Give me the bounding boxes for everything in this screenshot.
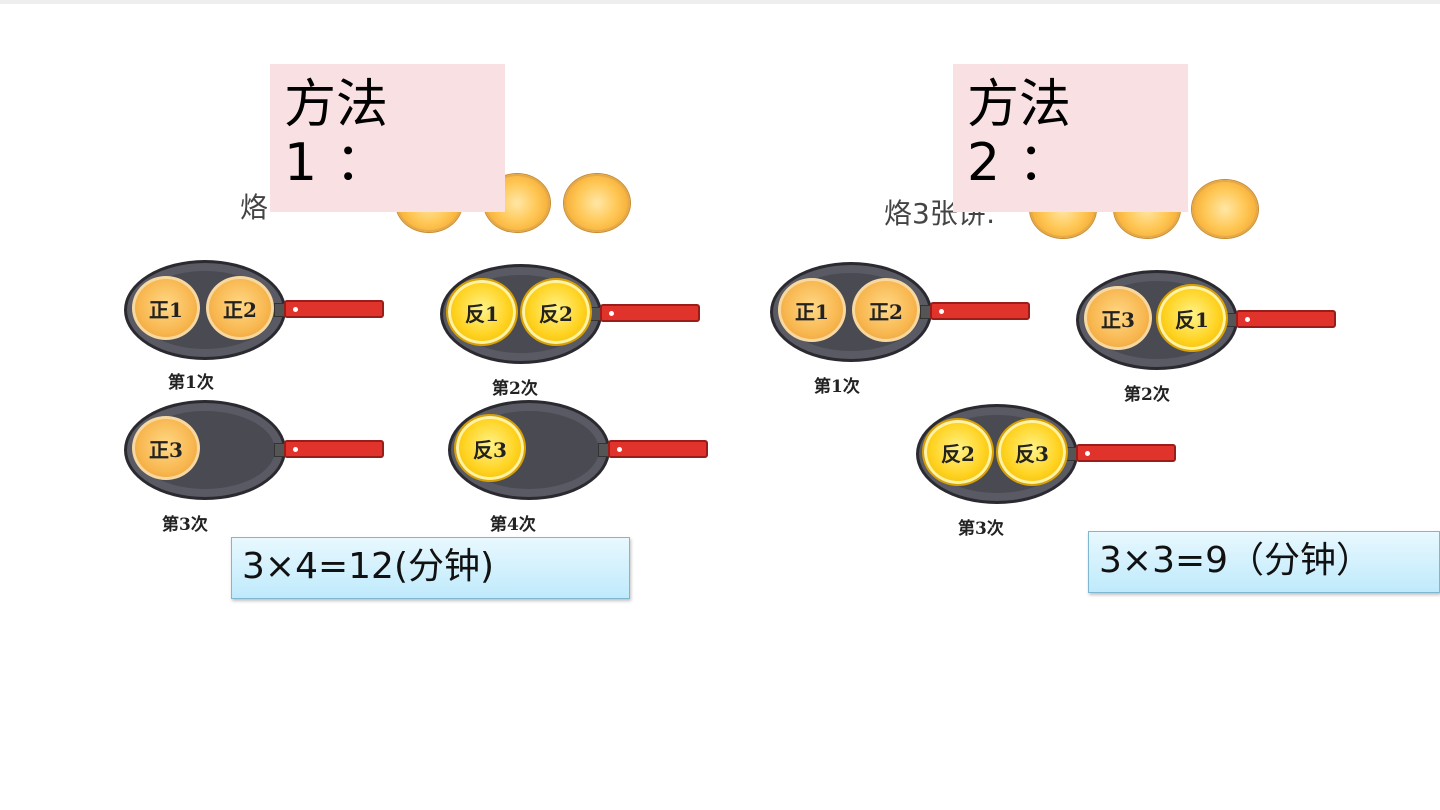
pan-handle (930, 302, 1030, 320)
pan-step-3: 正3 (124, 400, 394, 504)
pan-handle (1076, 444, 1176, 462)
pancake-front: 正2 (852, 278, 920, 342)
method-1-formula: 3×4=12(分钟) (231, 537, 630, 599)
pancake-front: 正2 (206, 276, 274, 340)
pan-handle (284, 300, 384, 318)
pancake-front: 正1 (132, 276, 200, 340)
method-1-number: 1 (284, 133, 336, 193)
method-2-number: 2 (967, 133, 1019, 193)
cake-icon (564, 174, 630, 232)
pan-step-2: 正3 反1 (1076, 270, 1346, 374)
step-caption: 第3次 (162, 515, 208, 535)
pan-step-4: 反3 (448, 400, 718, 504)
pancake-back: 反3 (998, 420, 1066, 484)
pancake-front: 正3 (132, 416, 200, 480)
step-caption: 第2次 (1124, 385, 1170, 405)
pancake-back: 反2 (924, 420, 992, 484)
pan-handle (600, 304, 700, 322)
method-2-formula: 3×3=9（分钟） (1088, 531, 1440, 593)
step-caption: 第2次 (492, 379, 538, 399)
pan-step-1: 正1 正2 (124, 260, 394, 364)
method-1-title: 方法 (284, 75, 389, 135)
step-caption: 第1次 (814, 377, 860, 397)
step-caption: 第1次 (168, 373, 214, 393)
cake-icon (1192, 180, 1258, 238)
step-caption: 第4次 (490, 515, 536, 535)
pancake-front: 正1 (778, 278, 846, 342)
pan-step-2: 反1 反2 (440, 264, 710, 368)
pan-handle (1236, 310, 1336, 328)
top-border (0, 0, 1440, 4)
method-2-title-box: 方法 2： (953, 64, 1188, 212)
pancake-back: 反1 (1158, 286, 1226, 350)
method-1-title-box: 方法 1： (270, 64, 505, 212)
pan-handle (608, 440, 708, 458)
method-1-cake-label: 烙 (240, 191, 269, 224)
pancake-back: 反1 (448, 280, 516, 344)
pancake-front: 正3 (1084, 286, 1152, 350)
method-1-colon: ： (335, 133, 388, 193)
pancake-back: 反2 (522, 280, 590, 344)
pan-handle (284, 440, 384, 458)
pan-step-1: 正1 正2 (770, 262, 1040, 366)
pancake-back: 反3 (456, 416, 524, 480)
step-caption: 第3次 (958, 519, 1004, 539)
pan-step-3: 反2 反3 (916, 404, 1186, 508)
method-2-title: 方法 (967, 75, 1072, 135)
method-2-colon: ： (1018, 133, 1071, 193)
